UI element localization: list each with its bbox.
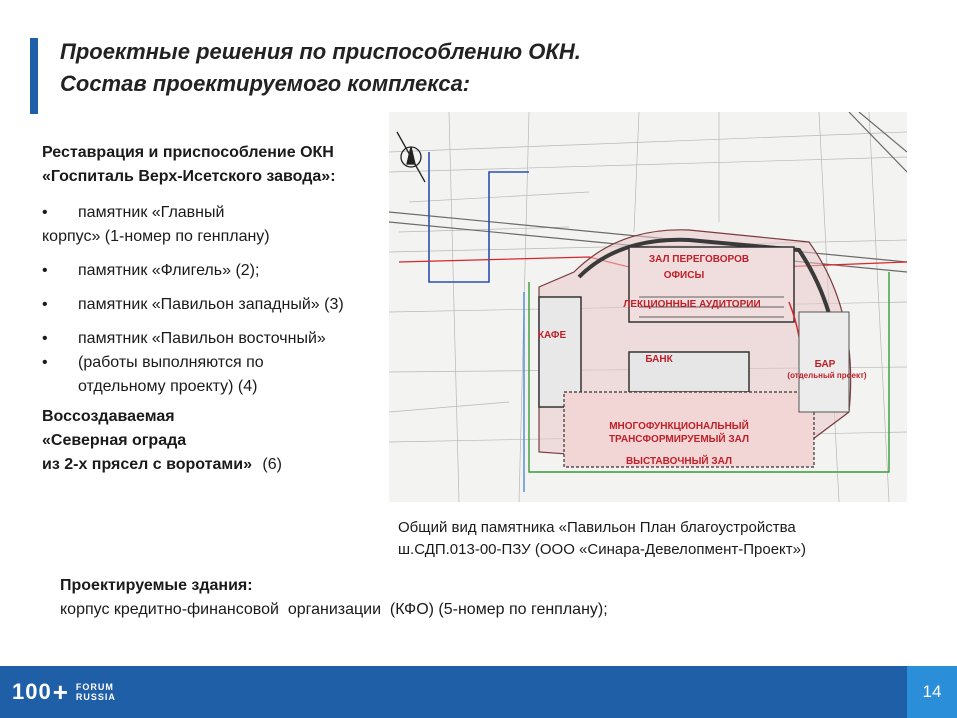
list-item: • памятник «Главный bbox=[42, 201, 384, 225]
plan-label-bar: БАР bbox=[815, 359, 836, 370]
plan-label-meeting: ЗАЛ ПЕРЕГОВОРОВ bbox=[649, 254, 749, 265]
projected-text: корпус кредитно-финансовой организации (… bbox=[60, 601, 608, 618]
projected-heading: Проектируемые здания: bbox=[60, 577, 253, 594]
plan-caption: Общий вид памятника «Павильон План благо… bbox=[398, 517, 806, 561]
logo-brand: 100 bbox=[12, 679, 52, 704]
projected-buildings: Проектируемые здания: корпус кредитно-фи… bbox=[60, 574, 608, 622]
forum-logo: 100 + FORUM RUSSIA bbox=[12, 677, 116, 707]
plan-label-lecture: ЛЕКЦИОННЫЕ АУДИТОРИИ bbox=[623, 299, 760, 310]
list-item: • (работы выполняются по bbox=[42, 351, 384, 375]
logo-forum-text: FORUM RUSSIA bbox=[75, 682, 116, 702]
plan-label-cafe: КАФЕ bbox=[538, 330, 567, 341]
list-item-continuation: корпус» (1-номер по генплану) bbox=[42, 228, 270, 245]
bullet-icon: • bbox=[42, 296, 48, 313]
north-arrow-icon bbox=[396, 131, 426, 183]
caption-line-1: Общий вид памятника «Павильон План благо… bbox=[398, 519, 796, 536]
okn-heading-1: Реставрация и приспособление ОКН bbox=[42, 144, 334, 161]
bullet-icon: • bbox=[42, 262, 48, 279]
footer-bar: 100 + FORUM RUSSIA 14 bbox=[0, 666, 957, 718]
plan-label-exhibition: ВЫСТАВОЧНЫЙ ЗАЛ bbox=[626, 454, 732, 467]
page-title: Проектные решения по приспособлению ОКН.… bbox=[60, 36, 581, 100]
recon-line-1: Воссоздаваемая bbox=[42, 408, 175, 425]
list-item: • памятник «Флигель» (2); bbox=[42, 259, 384, 283]
plan-label-multi-1: МНОГОФУНКЦИОНАЛЬНЫЙ bbox=[609, 419, 749, 432]
list-item: • памятник «Павильон западный» (3) bbox=[42, 293, 384, 317]
plan-label-bank: БАНК bbox=[645, 354, 673, 365]
bullet-icon: • bbox=[42, 204, 48, 221]
title-line-2: Состав проектируемого комплекса: bbox=[60, 71, 471, 96]
title-accent-bar bbox=[30, 38, 38, 114]
caption-line-2: ш.СДП.013-00-ПЗУ (ООО «Синара-Девелопмен… bbox=[398, 541, 806, 558]
okn-list: Реставрация и приспособление ОКН «Госпит… bbox=[42, 141, 384, 477]
page-number-badge: 14 bbox=[907, 666, 957, 718]
recon-line-3: из 2-х прясел с воротами» (6) bbox=[42, 456, 282, 473]
plan-label-bar-note: (отдельный проект) bbox=[787, 371, 866, 380]
plan-label-multi-2: ТРАНСФОРМИРУЕМЫЙ ЗАЛ bbox=[609, 432, 749, 445]
list-item: • памятник «Павильон восточный» bbox=[42, 327, 384, 351]
plan-label-offices: ОФИСЫ bbox=[664, 270, 705, 281]
bullet-icon: • bbox=[42, 330, 48, 347]
list-item-continuation: отдельному проекту) (4) bbox=[78, 378, 258, 395]
title-line-1: Проектные решения по приспособлению ОКН. bbox=[60, 39, 581, 64]
recon-line-2: «Северная ограда bbox=[42, 432, 187, 449]
site-plan-image: ЗАЛ ПЕРЕГОВОРОВ ОФИСЫ ЛЕКЦИОННЫЕ АУДИТОР… bbox=[389, 112, 907, 502]
logo-plus-icon: + bbox=[52, 677, 68, 707]
bullet-icon: • bbox=[42, 354, 48, 371]
okn-heading-2: «Госпиталь Верх-Исетского завода»: bbox=[42, 168, 336, 185]
